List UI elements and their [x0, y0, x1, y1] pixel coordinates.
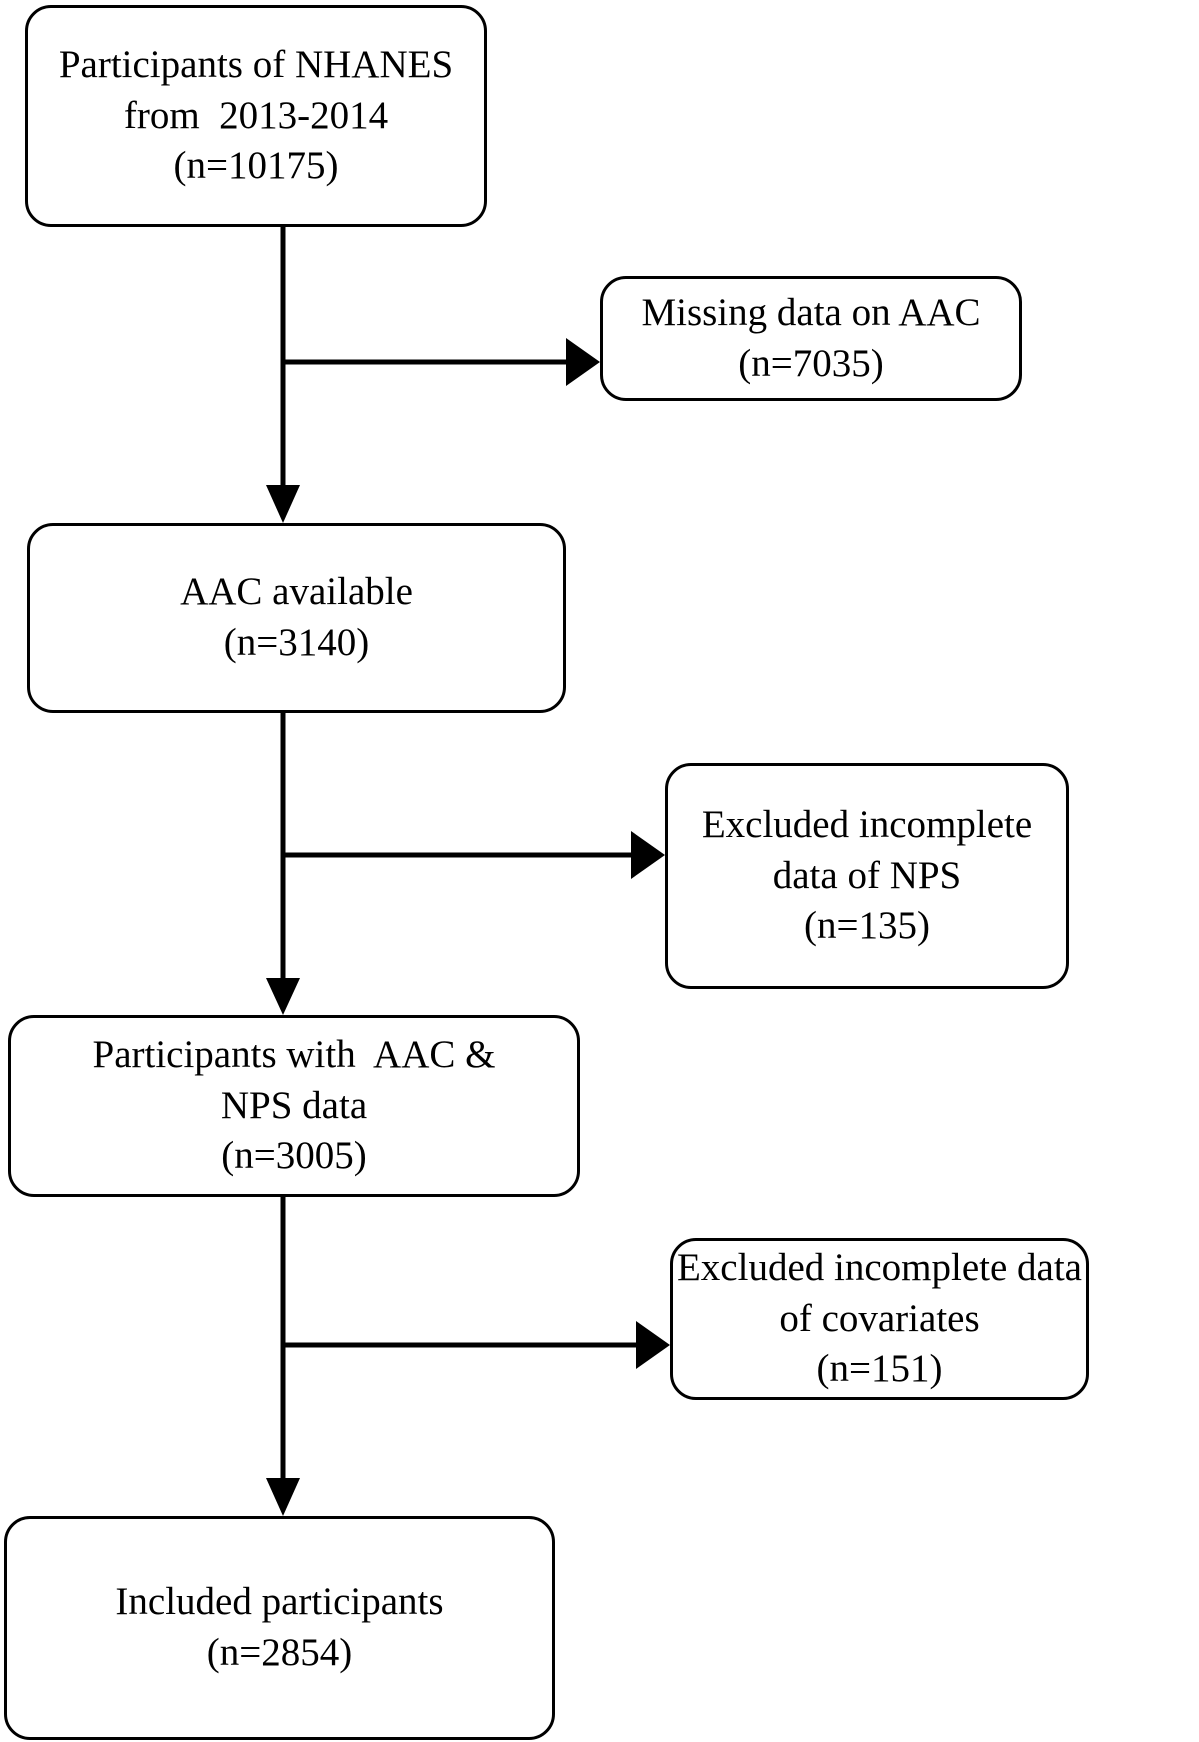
node-aacnps-line-2: NPS data — [220, 1083, 368, 1127]
node-excl-nps-count: (n=135) — [804, 904, 930, 948]
node-source-line-2: from 2013-2014 — [123, 93, 389, 137]
node-excl-cov-line-1: Excluded incomplete data — [676, 1245, 1082, 1289]
edge-source-to-excl-aac — [283, 338, 600, 386]
node-excluded-incomplete-nps: Excluded incomplete data of NPS (n=135) — [665, 763, 1069, 989]
node-aac-available: AAC available (n=3140) — [27, 523, 566, 713]
node-included-participants: Included participants (n=2854) — [4, 1516, 555, 1740]
node-excl-nps-line-1: Excluded incomplete — [701, 802, 1033, 846]
node-aac-line-1: AAC available — [180, 570, 413, 614]
node-excl-cov-line-2: of covariates — [779, 1296, 980, 1340]
node-excluded-missing-aac: Missing data on AAC (n=7035) — [600, 276, 1022, 401]
node-excl-cov-count: (n=151) — [816, 1347, 943, 1391]
node-aacnps-line-1: Participants with AAC & — [92, 1032, 496, 1076]
node-included-count: (n=2854) — [206, 1631, 353, 1674]
node-aacnps-count: (n=3005) — [221, 1134, 367, 1178]
node-included-line-1: Included participants — [115, 1580, 444, 1624]
edge-aacnps-to-excl-cov — [283, 1321, 670, 1369]
edge-aac-to-aacnps — [266, 713, 300, 1015]
node-excl-aac-count: (n=7035) — [738, 341, 884, 385]
edge-aac-to-excl-nps — [283, 831, 665, 879]
node-source-count: (n=10175) — [173, 144, 339, 188]
node-excluded-incomplete-covariates: Excluded incomplete data of covariates (… — [670, 1238, 1089, 1400]
node-participants-source: Participants of NHANES from 2013-2014 (n… — [25, 5, 487, 227]
edge-source-to-aac — [266, 227, 300, 523]
node-aac-count: (n=3140) — [223, 621, 370, 664]
node-source-line-1: Participants of NHANES — [58, 42, 454, 86]
node-excl-nps-line-2: data of NPS — [772, 853, 962, 897]
node-excl-aac-line-1: Missing data on AAC — [641, 290, 981, 334]
edge-aacnps-to-included — [266, 1197, 300, 1516]
node-participants-aac-nps: Participants with AAC & NPS data (n=3005… — [8, 1015, 580, 1197]
